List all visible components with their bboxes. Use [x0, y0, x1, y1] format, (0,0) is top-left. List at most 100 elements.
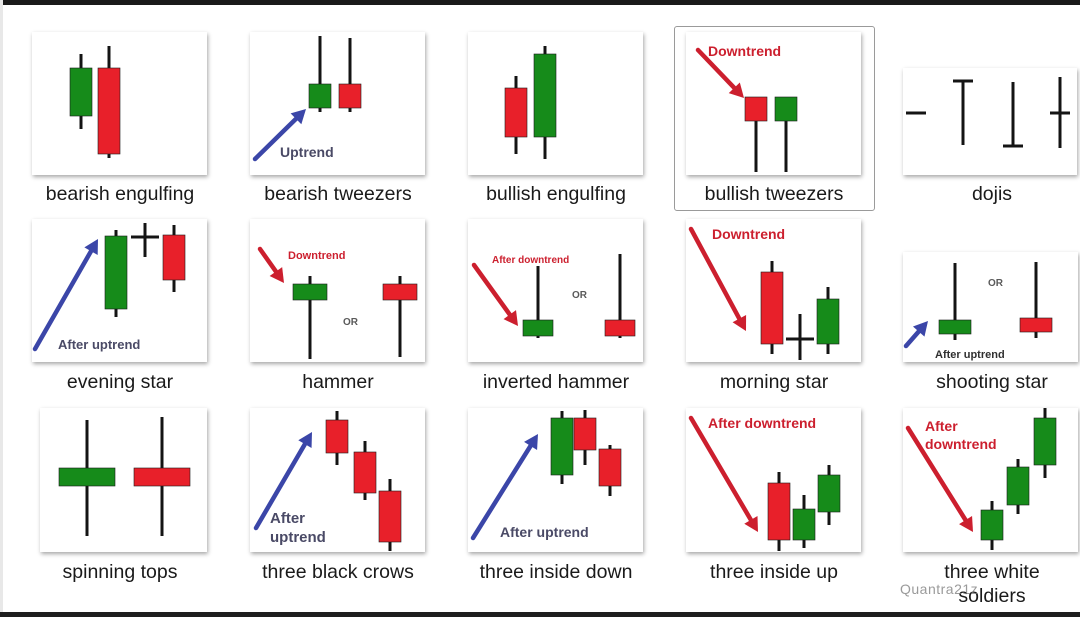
- top-edge-bar: [0, 0, 1080, 5]
- pattern-diagram: [504, 46, 557, 159]
- bullish-candle: [550, 411, 574, 484]
- arrow-head: [503, 310, 518, 326]
- doji-candle: [131, 223, 159, 257]
- pattern-diagram: After downtrend: [905, 408, 1057, 550]
- candle-body: [504, 87, 528, 138]
- bullish-candle: [104, 230, 128, 317]
- annotation-uptrend: Uptrend: [280, 144, 334, 160]
- or-text: OR: [343, 317, 359, 328]
- bearish-candle: [133, 417, 191, 536]
- or-text: OR: [572, 290, 588, 301]
- arrow-head: [84, 239, 98, 255]
- downtrend-arrow: [695, 47, 744, 98]
- selected-tile-outline: [674, 26, 875, 211]
- candle-body: [382, 283, 418, 301]
- arrow-head: [524, 434, 538, 450]
- annotation-downtrend: downtrend: [925, 436, 997, 452]
- annotation-after: After: [925, 418, 958, 434]
- arrow-head: [732, 315, 747, 331]
- pattern-label-bearish-tweezers: bearish tweezers: [264, 183, 412, 205]
- pattern-illustration-evening-star: After uptrend: [32, 219, 207, 362]
- candle-body: [522, 319, 554, 337]
- arrow-shaft: [32, 246, 95, 352]
- pattern-diagram: [69, 46, 121, 158]
- bearish-candle: [325, 411, 349, 465]
- arrow-head: [298, 432, 312, 448]
- pattern-label-bullish-tweezers: bullish tweezers: [704, 183, 844, 205]
- candle-body: [325, 419, 349, 454]
- uptrend-arrow: [903, 321, 928, 349]
- arrow-shaft: [470, 441, 535, 541]
- bullish-candle: [817, 465, 841, 525]
- candle-body: [378, 490, 402, 543]
- pattern-label-three-inside-down: three inside down: [479, 561, 633, 583]
- arrow-shaft: [695, 47, 739, 93]
- bearish-candle: [353, 441, 377, 500]
- pattern-label-three-inside-up: three inside up: [710, 561, 838, 583]
- pattern-diagram: Downtrend: [688, 226, 840, 360]
- bullish-candle: [938, 263, 972, 340]
- bearish-candle: [767, 472, 791, 551]
- candle-body: [58, 467, 116, 487]
- pattern-label-inverted-hammer: inverted hammer: [482, 371, 630, 393]
- pattern-illustration-bullish-tweezers: Downtrend: [686, 32, 861, 175]
- uptrend-arrow: [32, 239, 98, 352]
- bottom-edge-bar: [0, 612, 1080, 617]
- uptrend-arrow: [252, 109, 306, 162]
- candle-body: [1033, 417, 1057, 466]
- bearish-candle: [162, 225, 186, 292]
- arrow-shaft: [252, 114, 301, 162]
- bearish-candle: [338, 38, 362, 112]
- pattern-label-morning-star: morning star: [719, 371, 829, 393]
- arrow-head: [728, 82, 744, 98]
- left-edge: [0, 0, 3, 617]
- pattern-label-shooting-star: shooting star: [936, 371, 1048, 393]
- candle-body: [353, 451, 377, 494]
- candle-body: [97, 67, 121, 155]
- candle-body: [792, 508, 816, 541]
- annotation-after-downtrend: After downtrend: [492, 255, 569, 266]
- pattern-label-spinning-tops: spinning tops: [62, 561, 178, 583]
- arrow-shaft: [903, 327, 923, 349]
- bullish-candle: [69, 54, 93, 129]
- pattern-diagram: Uptrend: [252, 36, 362, 162]
- bullish-candle: [522, 266, 554, 338]
- candle-body: [338, 83, 362, 109]
- annotation-downtrend: Downtrend: [288, 250, 345, 262]
- uptrend-arrow: [470, 434, 538, 541]
- bearish-candle: [598, 445, 622, 496]
- bullish-candle: [58, 420, 116, 536]
- annotation-after-uptrend: After uptrend: [58, 337, 140, 352]
- arrow-shaft: [257, 246, 280, 277]
- candle-body: [760, 271, 784, 345]
- arrow-head: [290, 109, 306, 125]
- pattern-label-hammer: hammer: [302, 371, 374, 393]
- pattern-illustration-bearish-tweezers: Uptrend: [250, 32, 425, 175]
- bearish-candle: [378, 479, 402, 551]
- bullish-candle: [792, 495, 816, 548]
- pattern-illustration-spinning-tops: [40, 408, 207, 552]
- candle-body: [598, 448, 622, 487]
- doji-candle: [1003, 82, 1023, 148]
- candle-body: [573, 417, 597, 451]
- candle-body: [308, 83, 332, 109]
- arrow-head: [912, 321, 928, 337]
- pattern-label-three-black-crows: three black crows: [262, 561, 414, 583]
- candle-body: [767, 482, 791, 541]
- pattern-label-bullish-engulfing: bullish engulfing: [486, 183, 626, 205]
- pattern-illustration-three-inside-down: After uptrend: [468, 408, 643, 552]
- doji-candle: [1050, 77, 1070, 148]
- arrow-head: [744, 516, 758, 532]
- annotation-after-uptrend: After uptrend: [935, 349, 1005, 361]
- candle-body: [938, 319, 972, 335]
- doji-candle: [786, 314, 814, 360]
- arrow-shaft: [688, 226, 743, 324]
- bullish-candle: [1033, 408, 1057, 478]
